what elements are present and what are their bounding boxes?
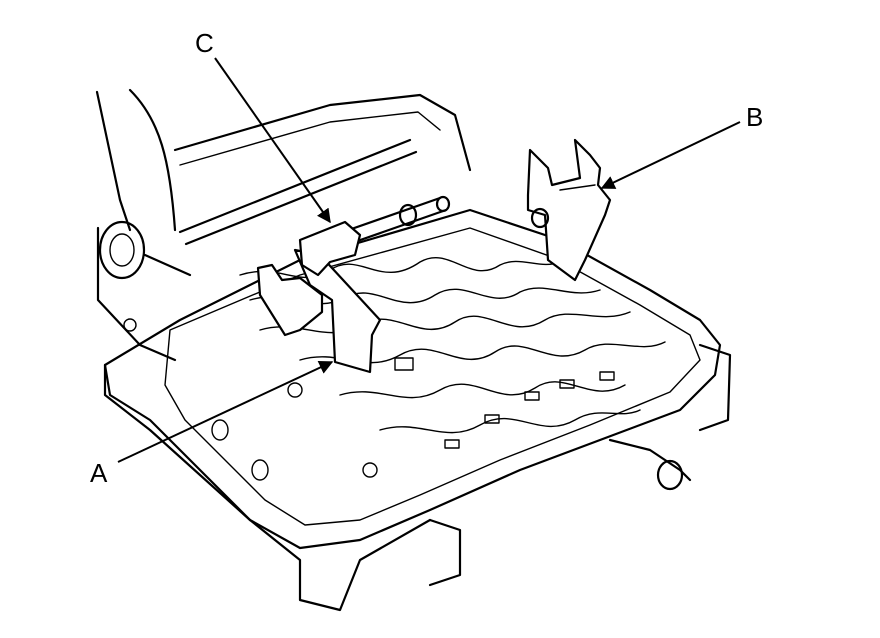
callout-label-a: A [90, 458, 108, 488]
part-a-cover [256, 248, 382, 374]
part-b-cover [526, 138, 612, 282]
leader-line-b [600, 121, 741, 189]
leader-line-a [117, 360, 334, 463]
part-c-cover [298, 220, 362, 277]
lower-rails [103, 318, 732, 612]
callout-label-b: B [746, 102, 763, 132]
seat-frame [95, 88, 722, 550]
callout-label-c: C [195, 28, 214, 58]
leader-line-c [214, 57, 331, 224]
